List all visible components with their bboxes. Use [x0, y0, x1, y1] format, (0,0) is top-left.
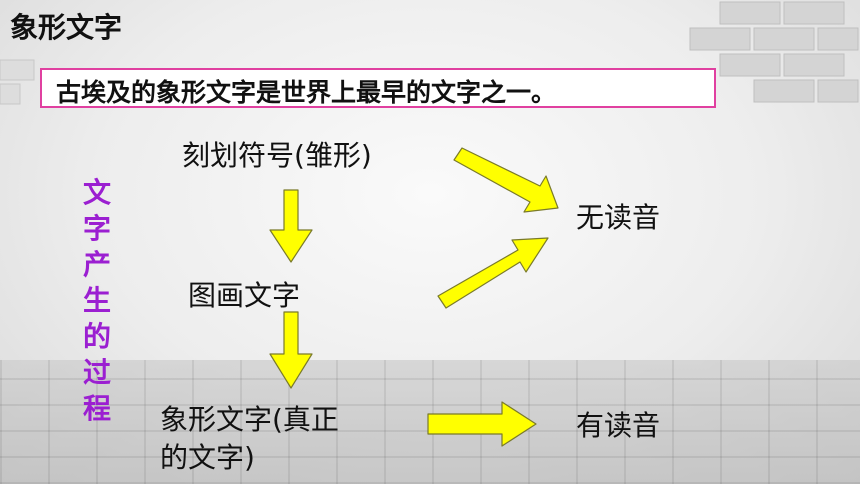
intro-box: 古埃及的象形文字是世界上最早的文字之一。	[40, 68, 716, 108]
intro-text: 古埃及的象形文字是世界上最早的文字之一。	[56, 78, 557, 107]
node-pictograph-line1: 象形文字(真正	[160, 403, 339, 436]
node-picture-writing: 图画文字	[188, 279, 301, 312]
down-arrow-2	[269, 311, 313, 389]
process-vertical-label: 文字产生的过程	[82, 176, 111, 425]
diagonal-arrow-down-right	[453, 147, 559, 213]
diagonal-arrow-up-right	[437, 237, 549, 309]
node-pictograph-line2: 的文字)	[160, 441, 255, 474]
node-carved-symbols: 刻划符号(雏形)	[182, 139, 372, 172]
right-arrow	[427, 401, 537, 447]
node-no-pronunciation: 无读音	[576, 201, 661, 234]
down-arrow-1	[269, 189, 313, 263]
node-has-pronunciation: 有读音	[576, 409, 661, 442]
page-title: 象形文字	[10, 11, 123, 44]
